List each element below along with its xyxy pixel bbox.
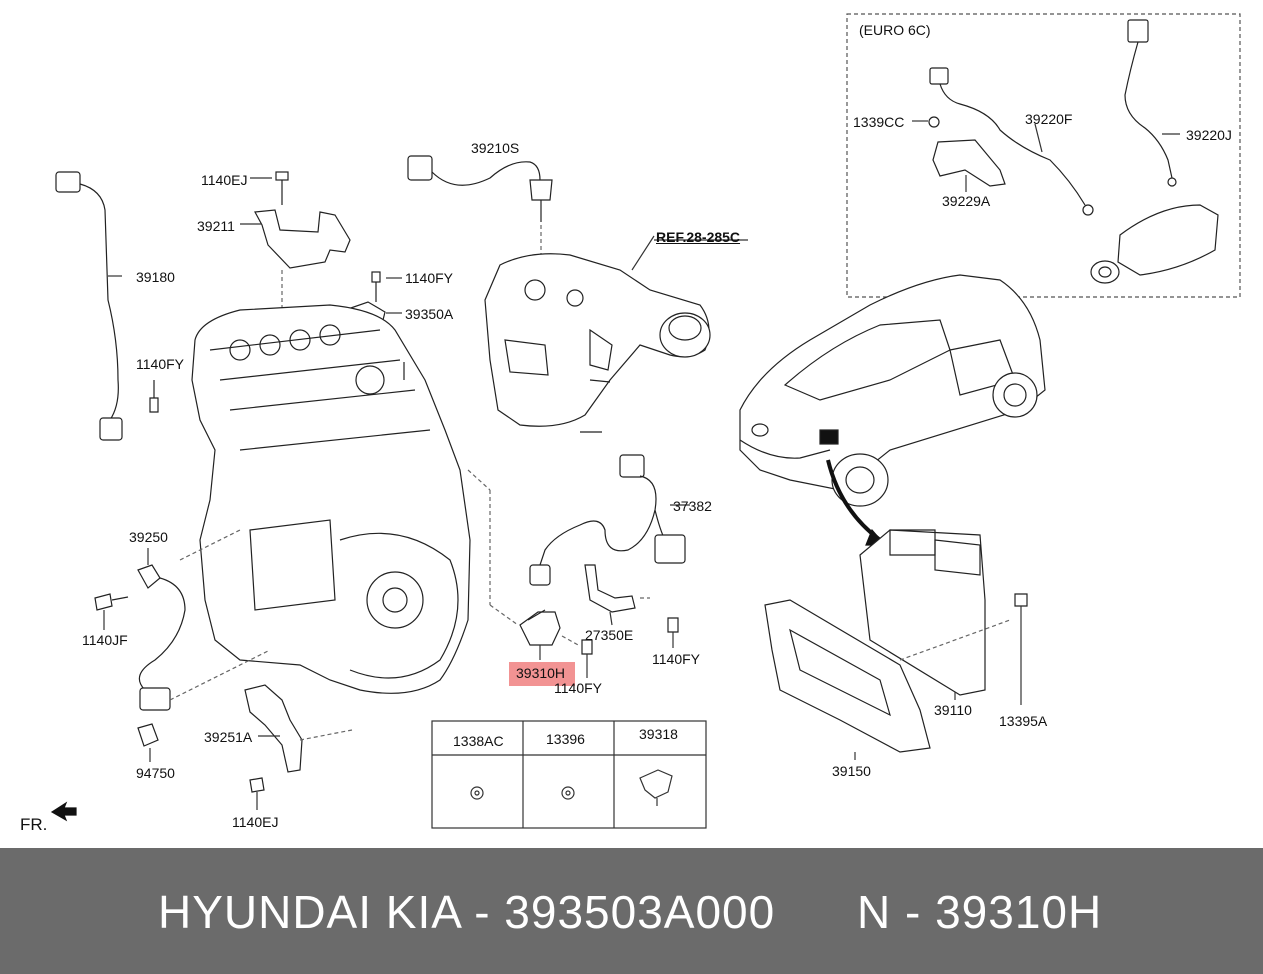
part-label-37382[interactable]: 37382 <box>673 498 712 514</box>
part-label-1140EJ-top[interactable]: 1140EJ <box>201 172 248 188</box>
part-label-13395A[interactable]: 13395A <box>999 713 1048 729</box>
exhaust-manifold <box>484 235 748 433</box>
sensor-94750-and-bracket <box>137 649 353 810</box>
part-label-1140FY-b[interactable]: 1140FY <box>136 356 184 372</box>
part-label-39220F[interactable]: 39220F <box>1025 111 1073 127</box>
part-label-1140JF[interactable]: 1140JF <box>82 632 128 648</box>
ref-label[interactable]: REF.28-285C <box>656 229 741 245</box>
part-label-1339CC[interactable]: 1339CC <box>853 114 905 130</box>
part-label-27350E[interactable]: 27350E <box>585 627 634 643</box>
ecu-and-bracket <box>764 529 1028 760</box>
parts-table-header-13396[interactable]: 13396 <box>546 731 585 747</box>
part-label-39150[interactable]: 39150 <box>832 763 871 779</box>
car-illustration <box>739 274 1046 546</box>
harness-37382 <box>529 454 690 586</box>
part-label-39180[interactable]: 39180 <box>136 269 175 285</box>
footer-ref-number: N - 39310H <box>857 886 1103 938</box>
knock-sensor-39250 <box>94 529 241 711</box>
parts-table-header-39318[interactable]: 39318 <box>639 726 678 742</box>
crank-sensor-39180 <box>55 171 159 441</box>
o2-sensor-39210S <box>407 155 553 255</box>
bracket-39211 <box>240 171 351 310</box>
part-label-1140FY-d[interactable]: 1140FY <box>554 680 602 696</box>
part-label-39220J[interactable]: 39220J <box>1186 127 1232 143</box>
part-label-39229A[interactable]: 39229A <box>942 193 991 209</box>
parts-table-grid <box>431 720 707 829</box>
engine-block <box>191 304 471 694</box>
part-label-39210S[interactable]: 39210S <box>471 140 520 156</box>
parts-table-header-1338AC[interactable]: 1338AC <box>453 733 504 749</box>
part-label-39350A[interactable]: 39350A <box>405 306 454 322</box>
part-label-1140FY-c[interactable]: 1140FY <box>652 651 700 667</box>
part-label-1140EJ-bottom[interactable]: 1140EJ <box>232 814 279 830</box>
bracket-27350E <box>584 564 679 648</box>
sensor-39310H <box>467 469 593 678</box>
euro6c-inset-frame <box>846 13 1241 298</box>
part-label-1140FY-a[interactable]: 1140FY <box>405 270 453 286</box>
part-label-39211[interactable]: 39211 <box>197 218 235 234</box>
part-label-39250[interactable]: 39250 <box>129 529 168 545</box>
highlight-39310H <box>509 662 575 686</box>
footer-part-number: HYUNDAI KIA - 393503A000 <box>158 886 776 938</box>
euro6c-sensors-group <box>912 19 1219 284</box>
front-direction-arrow <box>50 801 77 822</box>
part-label-94750[interactable]: 94750 <box>136 765 175 781</box>
diagram-drawing <box>50 13 1241 829</box>
part-label-39310H[interactable]: 39310H <box>516 665 566 681</box>
front-label: FR. <box>20 815 48 834</box>
part-label-39251A[interactable]: 39251A <box>204 729 253 745</box>
footer-banner: HYUNDAI KIA - 393503A000 N - 39310H <box>0 848 1263 974</box>
part-label-39110[interactable]: 39110 <box>934 702 972 718</box>
parts-diagram: (EURO 6C) 1339CC 39220F 39220J 39229A 39… <box>20 13 1241 834</box>
euro6c-label: (EURO 6C) <box>859 22 931 38</box>
